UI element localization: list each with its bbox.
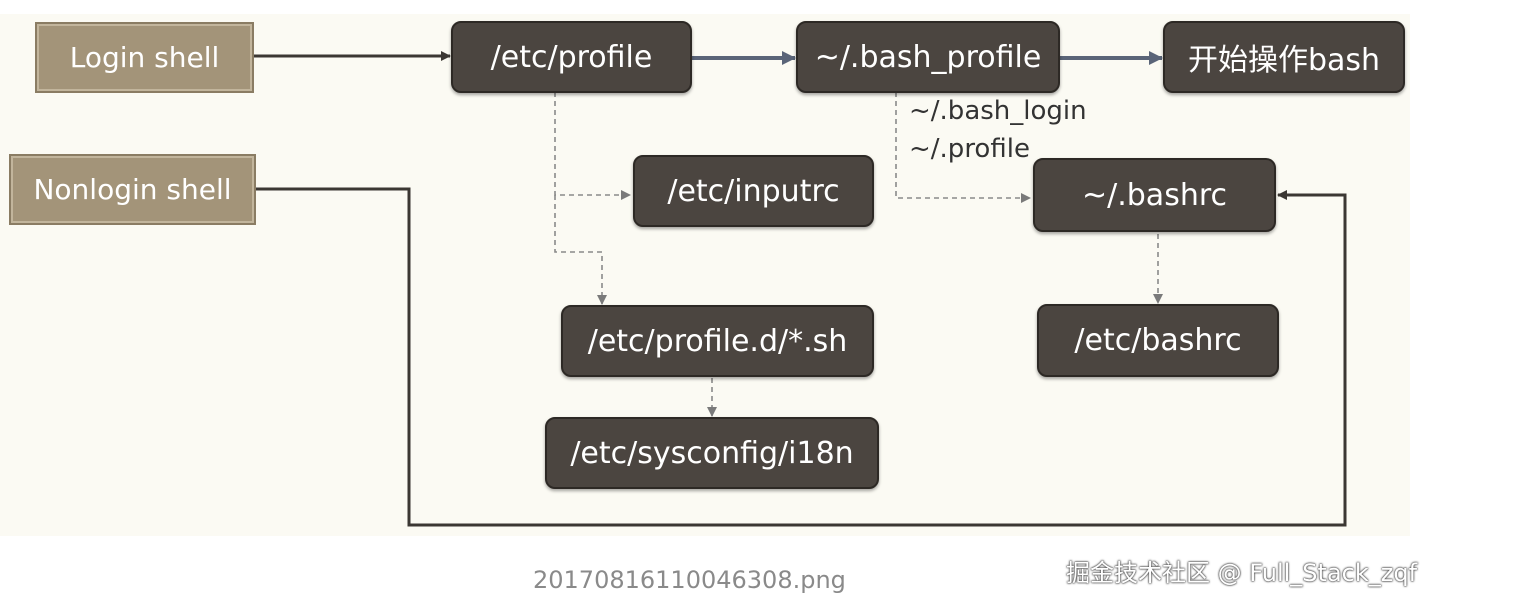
node-etc-bashrc-label: /etc/bashrc — [1074, 323, 1242, 358]
node-bash-profile-label: ~/.bash_profile — [814, 39, 1042, 75]
node-sysconfig-i18n: /etc/sysconfig/i18n — [545, 417, 879, 489]
node-login-shell: Login shell — [35, 22, 254, 93]
node-etc-inputrc: /etc/inputrc — [633, 155, 874, 227]
alt-profile: ~/.profile — [909, 134, 1030, 164]
node-etc-profile: /etc/profile — [451, 21, 692, 93]
node-etc-profile-label: /etc/profile — [490, 39, 653, 75]
node-start-bash: 开始操作bash — [1163, 21, 1405, 93]
node-nonlogin-shell: Nonlogin shell — [9, 154, 256, 225]
watermark: 掘金技术社区 @ Full_Stack_zqf — [1066, 559, 1418, 587]
node-bashrc-label: ~/.bashrc — [1081, 177, 1228, 213]
node-profile-d: /etc/profile.d/*.sh — [561, 305, 874, 377]
node-sysconfig-i18n-label: /etc/sysconfig/i18n — [570, 435, 854, 471]
node-etc-inputrc-label: /etc/inputrc — [667, 173, 840, 209]
node-bashrc: ~/.bashrc — [1033, 158, 1276, 232]
alt-bash-login: ~/.bash_login — [909, 96, 1087, 126]
node-nonlogin-shell-label: Nonlogin shell — [33, 173, 232, 206]
edge-etc-profile-to-inputrc — [554, 92, 631, 200]
node-profile-d-label: /etc/profile.d/*.sh — [587, 323, 848, 359]
image-filename: 20170816110046308.png — [533, 566, 846, 594]
node-bash-profile: ~/.bash_profile — [796, 21, 1060, 93]
node-login-shell-label: Login shell — [69, 41, 220, 74]
edge-etc-profile-to-profile-d — [554, 195, 607, 305]
node-etc-bashrc: /etc/bashrc — [1037, 304, 1279, 377]
edge-nonlogin-to-bashrc — [256, 187, 1347, 527]
node-start-bash-label: 开始操作bash — [1187, 43, 1381, 78]
